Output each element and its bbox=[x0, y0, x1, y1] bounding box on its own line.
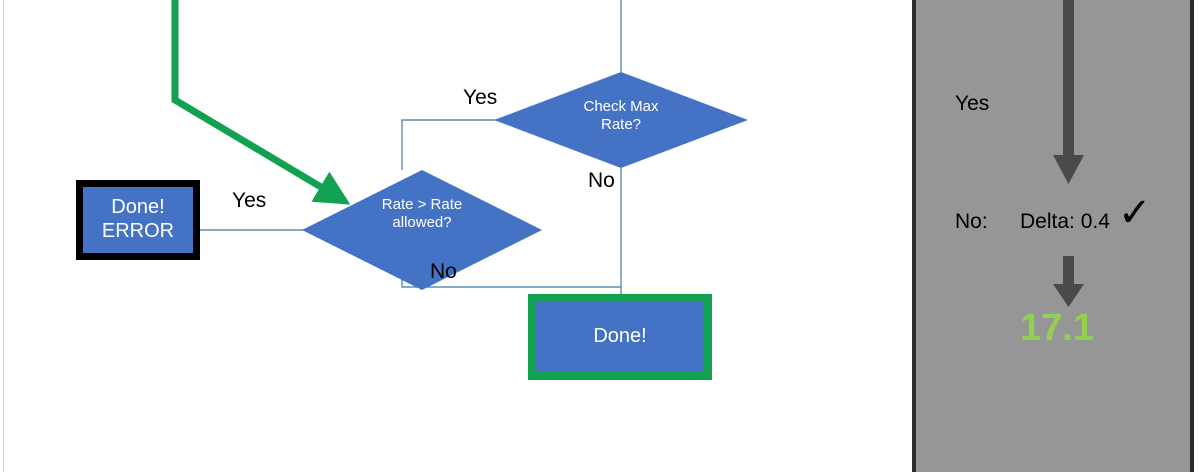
side-panel: Yes No: Delta: 0.4 ✓ 17.1 bbox=[912, 0, 1194, 472]
branch-label-no-from-check-max: No bbox=[588, 169, 615, 192]
canvas-left-hairline bbox=[3, 0, 4, 472]
process-done-error-line1: Done! bbox=[111, 196, 165, 219]
side-panel-arrows bbox=[1053, 0, 1084, 307]
panel-delta-value: Delta: 0.4 bbox=[1020, 210, 1110, 233]
branch-label-yes-from-check-max: Yes bbox=[463, 86, 498, 109]
panel-yes-label: Yes bbox=[955, 92, 990, 115]
process-done[interactable]: Done! bbox=[528, 294, 712, 380]
panel-result-value: 17.1 bbox=[1020, 307, 1094, 349]
branch-label-no-from-rate-gt: No bbox=[430, 260, 457, 283]
arrow-down-bottom bbox=[1053, 256, 1084, 307]
process-done-error-line2: ERROR bbox=[101, 220, 175, 242]
process-done-error[interactable]: Done! ERROR bbox=[76, 180, 200, 260]
process-done-label: Done! bbox=[593, 325, 647, 348]
checkmark-icon: ✓ bbox=[1118, 190, 1152, 236]
arrow-down-top bbox=[1053, 0, 1084, 184]
panel-no-label: No: bbox=[955, 210, 988, 233]
branch-label-yes-to-done-error: Yes bbox=[232, 189, 267, 212]
decision-rate-gt-allowed bbox=[302, 170, 542, 290]
decision-check-max-rate bbox=[494, 72, 748, 168]
